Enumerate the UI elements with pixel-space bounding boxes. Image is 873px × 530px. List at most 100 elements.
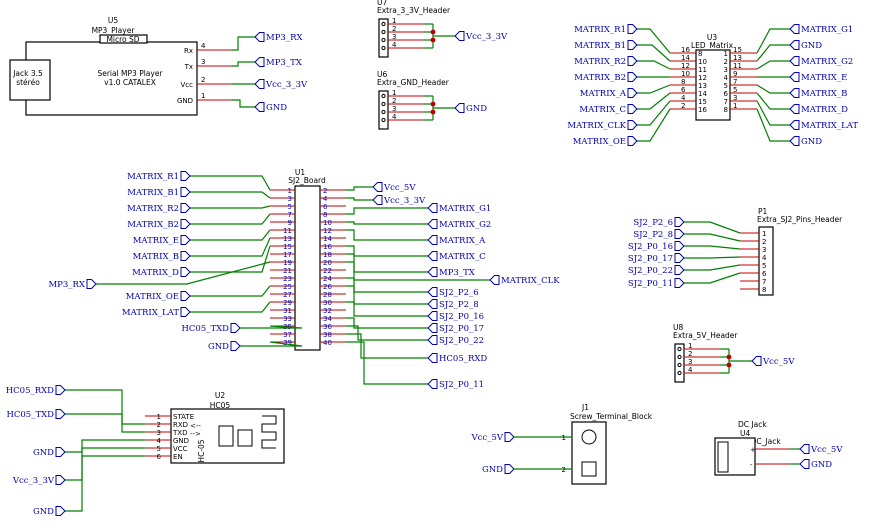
pin-number: 8 (762, 286, 766, 294)
net-label-matrix-c[interactable]: MATRIX_C (579, 104, 638, 116)
net-label-matrix-a[interactable]: MATRIX_A (427, 235, 486, 247)
net-label-gnd[interactable]: GND (789, 136, 822, 148)
net-flag (180, 267, 191, 277)
net-label-mp3-rx[interactable]: MP3_RX (254, 32, 303, 44)
net-label-matrix-clk[interactable]: MATRIX_CLK (567, 120, 638, 132)
net-label-mp3-tx[interactable]: MP3_TX (254, 57, 303, 69)
net-label-matrix-lat[interactable]: MATRIX_LAT (122, 307, 191, 319)
net-label-sj2-p2-6[interactable]: SJ2_P2_6 (633, 217, 685, 229)
net-label-matrix-d[interactable]: MATRIX_D (132, 267, 191, 279)
net-label-matrix-b1[interactable]: MATRIX_B1 (127, 187, 191, 199)
net-label-sj2-p0-17[interactable]: SJ2_P0_17 (427, 323, 484, 335)
net-label-sj2-p2-8[interactable]: SJ2_P2_8 (427, 299, 479, 311)
net-label-gnd[interactable]: GND (208, 341, 241, 353)
net-label-gnd[interactable]: GND (799, 459, 832, 471)
net-label-sj2-p0-16[interactable]: SJ2_P0_16 (628, 241, 685, 253)
net-label-matrix-r2[interactable]: MATRIX_R2 (574, 56, 638, 68)
net-flag (674, 241, 685, 251)
pin-odd: 15 (283, 243, 292, 251)
net-label-matrix-g2[interactable]: MATRIX_G2 (427, 219, 491, 231)
net-label-matrix-g1[interactable]: MATRIX_G1 (427, 203, 491, 215)
terminal-screw (581, 429, 597, 445)
net-flag (180, 219, 191, 229)
net-label-gnd[interactable]: GND (789, 40, 822, 52)
net-label-matrix-c[interactable]: MATRIX_C (427, 251, 486, 263)
net-label-matrix-a[interactable]: MATRIX_A (580, 88, 638, 100)
pin-even: 22 (323, 267, 332, 275)
net-label-sj2-p0-11[interactable]: SJ2_P0_11 (628, 278, 685, 290)
net-label-mp3-rx[interactable]: MP3_RX (48, 279, 97, 291)
pin-number: 6 (762, 270, 767, 278)
net-label-hc05-rxd[interactable]: HC05_RXD (427, 353, 487, 365)
wire (346, 229, 428, 241)
net-label-gnd[interactable]: GND (254, 102, 287, 114)
pin-socket (677, 346, 682, 352)
net-label-vcc-5v[interactable]: Vcc_5V (471, 432, 515, 444)
net-label-matrix-b2[interactable]: MATRIX_B2 (127, 219, 191, 231)
net-label-vcc-3-3v[interactable]: Vcc_3_3V (254, 79, 308, 91)
net-label-text: Vcc_3_3V (12, 476, 55, 486)
net-label-mp3-tx[interactable]: MP3_TX (427, 267, 476, 279)
net-flag (180, 203, 191, 213)
net-label-matrix-b[interactable]: MATRIX_B (133, 251, 191, 263)
net-label-hc05-txd[interactable]: HC05_TXD (6, 409, 66, 421)
net-label-matrix-oe[interactable]: MATRIX_OE (573, 136, 638, 148)
net-label-vcc-5v[interactable]: Vcc_5V (372, 182, 416, 194)
net-label-matrix-e[interactable]: MATRIX_E (133, 235, 191, 247)
net-label-matrix-lat[interactable]: MATRIX_LAT (789, 120, 858, 132)
ref-label: U3 (707, 33, 717, 42)
pin-even: 34 (323, 315, 332, 323)
net-label-matrix-d[interactable]: MATRIX_D (789, 104, 848, 116)
net-label-matrix-g1[interactable]: MATRIX_G1 (789, 24, 853, 36)
net-label-vcc-5v[interactable]: Vcc_5V (799, 444, 843, 456)
net-label-matrix-r1[interactable]: MATRIX_R1 (127, 171, 191, 183)
net-label-matrix-b[interactable]: MATRIX_B (789, 88, 847, 100)
net-label-text: Vcc_5V (471, 433, 504, 443)
pin-inner: 12 (698, 74, 707, 82)
net-label-sj2-p2-6[interactable]: SJ2_P2_6 (427, 287, 479, 299)
pin-even: 14 (323, 235, 332, 243)
net-label-gnd[interactable]: GND (33, 506, 66, 518)
net-label-sj2-p0-11[interactable]: SJ2_P0_11 (427, 379, 484, 391)
net-label-matrix-g2[interactable]: MATRIX_G2 (789, 56, 853, 68)
net-label-text: SJ2_P2_8 (633, 230, 673, 240)
pin-socket (381, 21, 386, 27)
net-flag (627, 40, 638, 50)
net-label-matrix-clk[interactable]: MATRIX_CLK (489, 275, 560, 287)
net-label-matrix-r2[interactable]: MATRIX_R2 (127, 203, 191, 215)
net-label-vcc-3-3v[interactable]: Vcc_3_3V (12, 475, 66, 487)
pin-even: 36 (323, 323, 332, 331)
net-label-gnd[interactable]: GND (454, 103, 487, 115)
net-flag (180, 291, 191, 301)
net-label-sj2-p0-22[interactable]: SJ2_P0_22 (628, 265, 685, 277)
net-label-gnd[interactable]: GND (33, 447, 66, 459)
net-label-matrix-oe[interactable]: MATRIX_OE (126, 291, 191, 303)
net-label-vcc-3-3v[interactable]: Vcc_3_3V (454, 31, 508, 43)
net-flag (427, 323, 438, 333)
net-label-sj2-p0-16[interactable]: SJ2_P0_16 (427, 311, 484, 323)
net-label-matrix-r1[interactable]: MATRIX_R1 (574, 24, 638, 36)
extra-sj2-pins-header[interactable]: P1Extra_SJ2_Pins_Header12345678SJ2_P2_6S… (628, 207, 843, 296)
net-label-matrix-b1[interactable]: MATRIX_B1 (574, 40, 638, 52)
net-label-hc05-rxd[interactable]: HC05_RXD (6, 385, 66, 397)
pin-inner: 7 (724, 98, 728, 106)
net-label-matrix-b2[interactable]: MATRIX_B2 (574, 72, 638, 84)
net-label-vcc-3-3v[interactable]: Vcc_3_3V (372, 195, 426, 207)
net-label-matrix-e[interactable]: MATRIX_E (789, 72, 847, 84)
net-label-gnd[interactable]: GND (482, 464, 515, 476)
net-label-sj2-p0-17[interactable]: SJ2_P0_17 (628, 253, 685, 265)
net-label-sj2-p0-22[interactable]: SJ2_P0_22 (427, 335, 484, 347)
net-label-vcc-5v[interactable]: Vcc_5V (751, 356, 795, 368)
net-label-hc05-txd[interactable]: HC05_TXD (181, 323, 241, 335)
wire (756, 28, 790, 54)
net-label-sj2-p2-8[interactable]: SJ2_P2_8 (633, 229, 685, 241)
